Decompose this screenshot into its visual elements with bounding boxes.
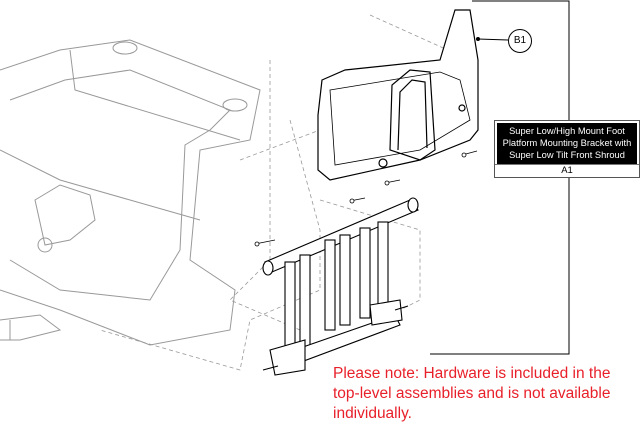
mounting-bracket <box>262 197 419 376</box>
assembly-label-box: Super Low/High Mount Foot Platform Mount… <box>494 120 640 178</box>
assembly-id: A1 <box>495 164 639 177</box>
callout-b1: B1 <box>508 29 532 53</box>
chassis-frame <box>0 39 261 346</box>
assembly-title: Super Low/High Mount Foot Platform Mount… <box>497 123 637 164</box>
hardware-note: Please note: Hardware is included in the… <box>333 365 611 422</box>
hardware-screws <box>254 150 478 247</box>
front-shroud <box>317 9 479 181</box>
